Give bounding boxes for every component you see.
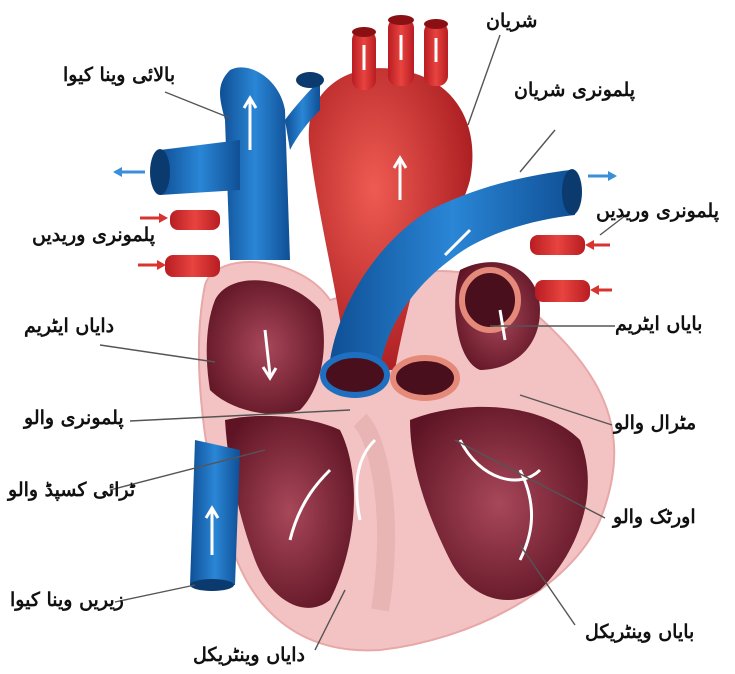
label-mitral-valve: مٹرال والو xyxy=(614,414,696,433)
pulmonary-artery-left-branch xyxy=(160,140,240,195)
pulmonary-vein-left-1 xyxy=(170,210,220,230)
mitral-valve-opening xyxy=(462,270,518,330)
label-pulmonary-artery: پلمونری شریان xyxy=(514,81,635,100)
label-pulmonary-veins-left: پلمونری وریدیں xyxy=(32,226,155,245)
aortic-valve-opening xyxy=(393,358,457,398)
label-tricuspid-valve: ٹرائی کسپڈ والو xyxy=(8,481,135,500)
pulmonary-vein-right-2 xyxy=(535,280,590,302)
pulmonary-vein-left-2 xyxy=(165,255,220,277)
label-left-ventricle: بایاں وینٹریکل xyxy=(585,623,694,642)
label-pulmonary-valve: پلمونری والو xyxy=(24,409,124,428)
label-pulmonary-veins-right: پلمونری وریدیں xyxy=(596,202,719,221)
label-right-atrium: دایاں ایٹریم xyxy=(24,317,114,336)
label-left-atrium: بایاں ایٹریم xyxy=(615,315,702,334)
label-superior-vena-cava: بالائی وینا کیوا xyxy=(63,66,175,85)
label-aortic-valve: اورٹک والو xyxy=(613,508,696,527)
label-right-ventricle: دایاں وینٹریکل xyxy=(193,646,305,665)
label-artery: شریان xyxy=(486,12,537,31)
pulmonary-valve-opening xyxy=(323,355,387,395)
right-ventricle-chamber xyxy=(225,416,354,608)
right-atrium-chamber xyxy=(207,280,324,414)
pulmonary-vein-right-1 xyxy=(530,235,585,255)
label-inferior-vena-cava: زیریں وینا کیوا xyxy=(10,591,124,610)
